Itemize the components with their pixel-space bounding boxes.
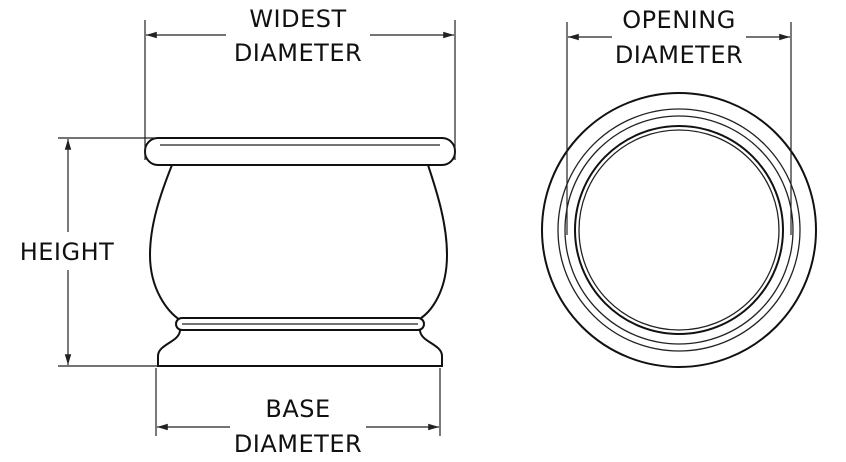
planter-top-view	[541, 92, 817, 368]
base-label-line1: BASE	[265, 395, 330, 423]
base-diameter-dimension: BASE DIAMETER	[155, 368, 441, 458]
top-view-opening-inner-lip	[578, 129, 780, 331]
widest-label-line2: DIAMETER	[234, 39, 362, 67]
height-dimension: HEIGHT	[20, 137, 160, 367]
planter-base-foot	[157, 329, 443, 367]
opening-diameter-dimension: OPENING DIAMETER	[566, 6, 792, 235]
top-view-bowl-wall	[564, 115, 794, 345]
top-view-rim-inner-edge	[557, 108, 801, 352]
height-label: HEIGHT	[20, 238, 115, 266]
base-label-line2: DIAMETER	[234, 430, 362, 458]
planter-bowl-body	[148, 164, 449, 321]
widest-label-line1: WIDEST	[249, 5, 346, 33]
opening-label-line2: DIAMETER	[615, 41, 743, 69]
planter-top-rim	[144, 137, 456, 166]
widest-diameter-dimension: WIDEST DIAMETER	[144, 5, 456, 160]
opening-label-line1: OPENING	[622, 6, 736, 34]
top-view-opening	[574, 125, 784, 335]
planter-side-view	[144, 137, 456, 367]
